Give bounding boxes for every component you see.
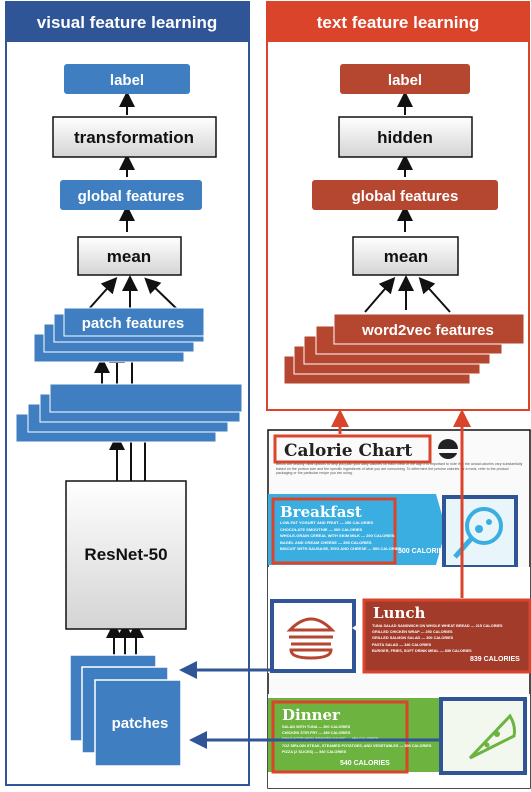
word2vec-label: word2vec features [361,322,494,339]
svg-text:hidden: hidden [377,128,433,147]
pizza-slice-icon [468,713,516,760]
list-item: TUNA SALAD SANDWICH ON WHOLE WHEAT BREAD… [372,624,503,628]
text-panel-header [267,2,529,42]
svg-text:ResNet-50: ResNet-50 [84,545,167,564]
list-item: GRILLED SALMON SALAD — 300 CALORIES [372,636,454,641]
intro-text: Below are healthy meal options to help y… [276,462,523,475]
feature-map-stack [15,383,243,443]
transformation-node: transformation [52,116,217,158]
breakfast-total: 500 CALORIES [398,548,448,555]
list-item: 7OZ SIRLOIN STEAK, STEAMED POTATOES, AND… [282,743,432,748]
svg-text:label: label [388,72,422,89]
breakfast-section: Breakfast LOW-FAT YOGURT AND FRUIT — 250… [268,494,518,569]
source-arrows [179,409,471,749]
word2vec-stack: word2vec features [283,313,525,385]
list-item: BAGEL AND CREAM CHEESE — 350 CALORIES [280,539,372,545]
visual-label-node: label [64,64,190,94]
patch-features-stack: patch features [33,307,205,363]
text-mean-node: mean [352,236,459,276]
calorie-chart-title: Calorie Chart [273,434,458,464]
calorie-infographic: Calorie Chart Below are healthy meal opt… [267,429,531,789]
visual-arrows [87,91,179,675]
visual-mean-node: mean [77,236,182,276]
breakfast-title: Breakfast [280,503,362,521]
svg-text:Calorie Chart: Calorie Chart [284,441,412,461]
patches-label: patches [112,715,169,732]
list-item: CHICKEN STIR FRY — 450 CALORIES [282,731,351,736]
list-item: CHOCOLATE SMOOTHIE — 300 CALORIES [280,526,363,532]
list-item: PIZZA (2 SLICES) — 540 CALORIES [282,749,347,754]
resnet-node: ResNet-50 [65,480,187,630]
dinner-total: 540 CALORIES [340,760,390,767]
burger-icon [286,617,336,660]
lunch-section: Lunch TUNA SALAD SANDWICH ON WHOLE WHEAT… [268,567,531,674]
text-panel-title: text feature learning [317,13,480,32]
svg-text:mean: mean [107,247,151,266]
list-item: BURGER, FRIES, SOFT DRINK MEAL — 839 CAL… [372,648,472,653]
visual-panel-title: visual feature learning [37,13,217,32]
lunch-items: TUNA SALAD SANDWICH ON WHOLE WHEAT BREAD… [372,623,526,654]
list-item: LOW-FAT YOGURT AND FRUIT — 250 CALORIES [280,520,374,525]
patch-features-label: patch features [82,315,185,332]
svg-text:mean: mean [384,247,428,266]
breakfast-items: LOW-FAT YOGURT AND FRUIT — 250 CALORIES … [280,520,440,553]
lunch-total: 839 CALORIES [470,656,520,663]
text-global-features-node: global features [312,180,498,210]
svg-text:global features: global features [78,188,185,205]
list-item: WHOLE-GRAIN CEREAL WITH SKIM MILK — 200 … [280,533,395,538]
list-item: SALAD WITH TUNA — 300 CALORIES [282,725,351,729]
dinner-title: Dinner [282,706,341,724]
patches-stack: patches [69,654,182,767]
list-item: PASTA SALAD — 340 CALORIES [372,642,432,647]
svg-text:transformation: transformation [74,128,194,147]
text-label-node: label [340,64,470,94]
lunch-title: Lunch [373,604,425,622]
list-item: GRILLED CHICKEN WRAP — 250 CALORIES [372,630,453,635]
visual-panel-header [6,2,249,42]
svg-text:label: label [110,72,144,89]
list-item: BISCUIT WITH SAUSAGE, EGG AND CHEESE — 5… [280,546,402,551]
visual-global-features-node: global features [60,180,202,210]
svg-text:global features: global features [352,188,459,205]
hidden-node: hidden [338,116,473,158]
text-arrows [364,91,451,313]
